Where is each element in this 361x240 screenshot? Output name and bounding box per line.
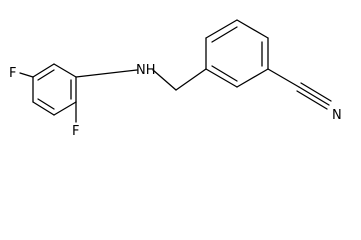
nitrile-triple-bond-line-1	[298, 86, 330, 106]
ring-a-bond-5	[32, 101, 55, 116]
ring-b-bond-6	[205, 68, 238, 88]
ring-a-bond-1	[32, 63, 55, 78]
nitrile-triple-bond-line-2	[300, 82, 332, 102]
structure-diagram: F NH F N	[9, 19, 342, 139]
ring-a-double-bond-3	[37, 98, 55, 110]
ring-a-double-bond-1	[37, 69, 55, 81]
ring-a-bond-2	[53, 63, 77, 78]
ring-a-bond-4	[53, 101, 77, 116]
ring-b-bond-3	[236, 19, 269, 39]
ring-b-double-bond-3	[211, 65, 238, 82]
nitrile-triple-bond	[296, 82, 332, 110]
ring-b-double-bond-1	[211, 26, 238, 43]
difluorophenyl-ring	[32, 63, 77, 116]
methylene-ring-bond	[175, 68, 207, 91]
nitrile-triple-bond-line-3	[296, 90, 328, 110]
amine-label: NH	[136, 63, 156, 78]
fluorine-bottom-label: F	[72, 124, 79, 139]
amine-ring-bond	[75, 69, 138, 78]
nitrile-single-bond	[267, 68, 300, 88]
fluorine-top-bond	[19, 72, 34, 78]
ring-b-bond-2	[205, 19, 238, 39]
benzonitrile-ring	[205, 19, 269, 88]
ring-b-bond-5	[236, 68, 269, 88]
nitrile-nitrogen-label: N	[332, 108, 342, 123]
fluorine-top-label: F	[9, 66, 16, 81]
amine-methylene-bond	[152, 69, 177, 91]
